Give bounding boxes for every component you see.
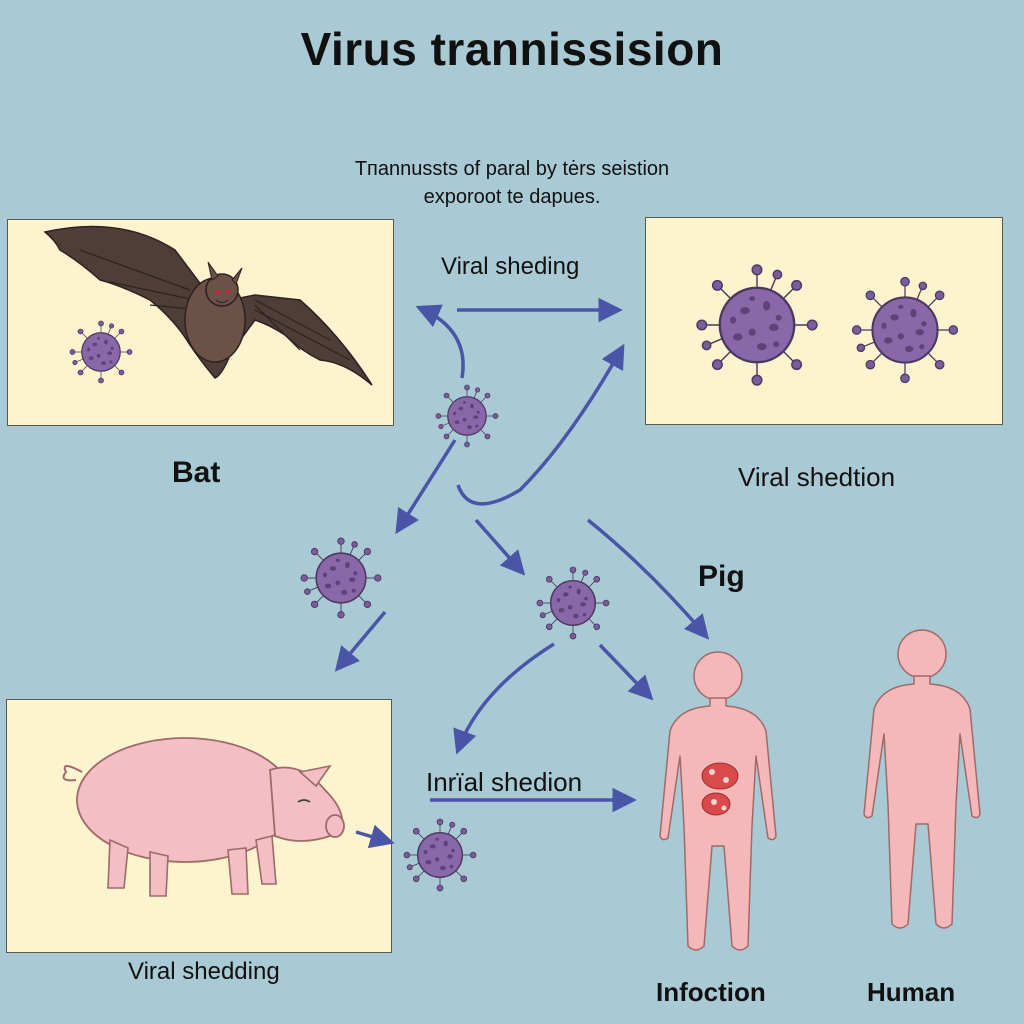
label-inrial-shedion: Inrïal shedion xyxy=(426,767,583,797)
arrow xyxy=(453,642,555,755)
virus-icon xyxy=(695,263,819,387)
transmission-arrows xyxy=(334,297,710,849)
arrow xyxy=(474,518,526,576)
label-human: Human xyxy=(867,977,956,1007)
virus-icon xyxy=(69,320,133,384)
human-figure-icon xyxy=(863,629,981,929)
label-infoction: Infoction xyxy=(656,977,766,1007)
arrow xyxy=(355,824,395,849)
label-pig: Pig xyxy=(698,560,745,593)
arrow xyxy=(395,439,457,535)
label-viral-shedtion: Viral shedtion xyxy=(738,462,896,492)
arrow xyxy=(456,343,625,506)
pig-illustration xyxy=(62,737,345,897)
virus-icon xyxy=(435,384,499,448)
arrow xyxy=(586,518,710,640)
arrow xyxy=(415,304,465,379)
subtitle-line-2: exporoot te dapues. xyxy=(423,186,601,208)
subtitle-line-1: Tпannussts of paral by tėrs seistion xyxy=(354,158,670,180)
human-figure-icon xyxy=(659,651,777,951)
arrow xyxy=(334,610,387,672)
arrow xyxy=(598,643,654,701)
virus-icon xyxy=(536,566,610,640)
diagram-subtitle: Tпannussts of paral by tėrs seistion exp… xyxy=(262,155,762,211)
label-viral-sheding: Viral sheding xyxy=(441,253,580,280)
virus-icon xyxy=(851,276,959,384)
virus-icon xyxy=(300,537,382,619)
virus-icon xyxy=(403,818,477,892)
label-viral-shedding: Viral shedding xyxy=(128,958,280,985)
bat-illustration xyxy=(43,225,373,386)
diagram-title: Virus trannissision xyxy=(300,23,724,75)
label-bat: Bat xyxy=(172,456,221,489)
